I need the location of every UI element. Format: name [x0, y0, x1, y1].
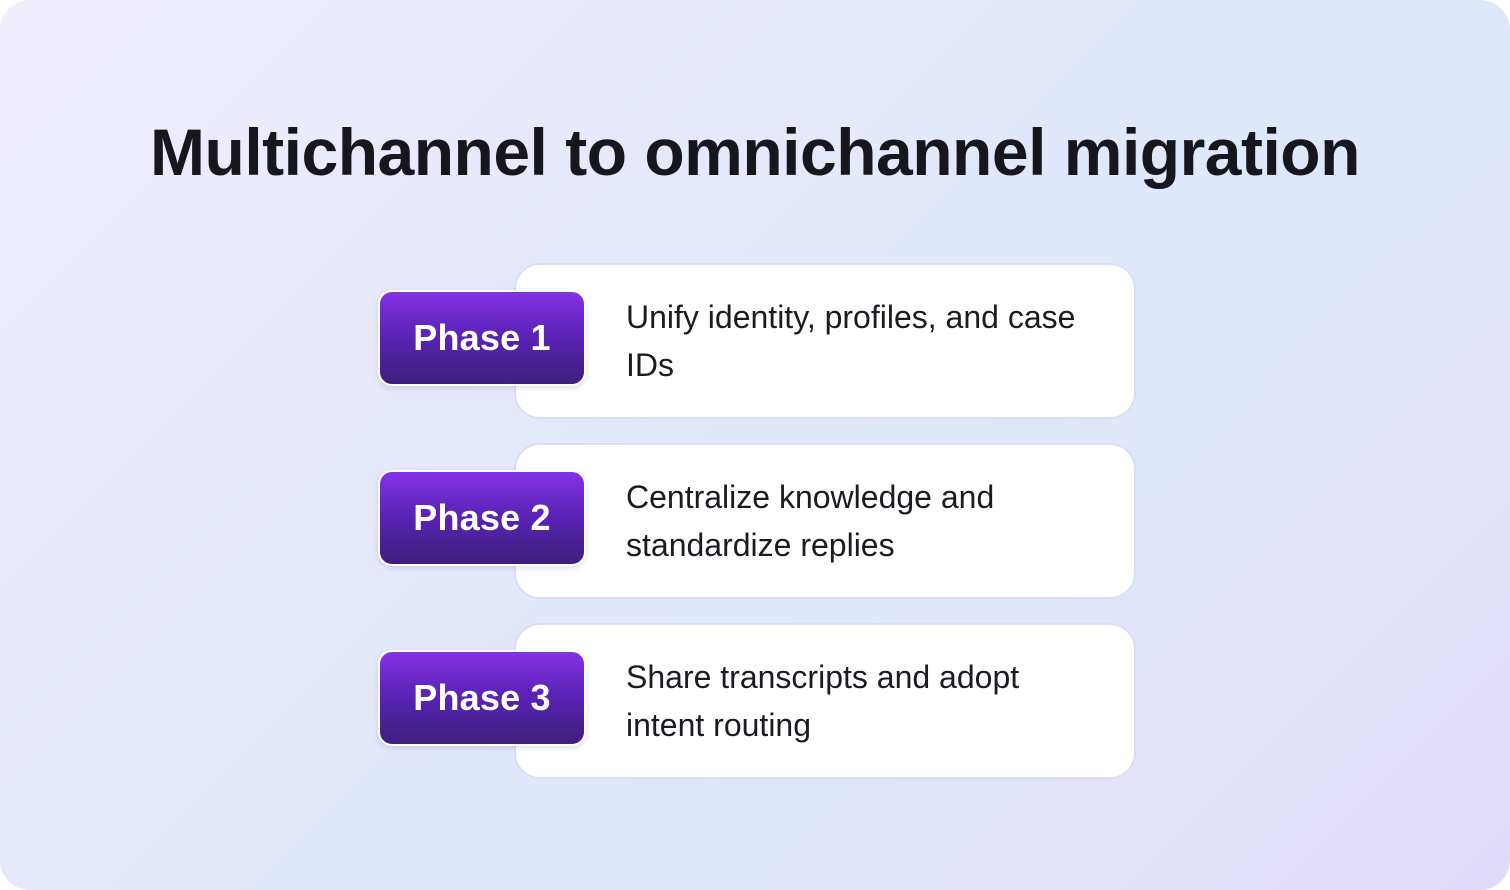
phase-row-2: Centralize knowledge and standardize rep…: [378, 443, 1136, 599]
phase-label: Phase 3: [413, 677, 551, 718]
phase-row-3: Share transcripts and adopt intent routi…: [378, 623, 1136, 779]
phase-badge: Phase 2: [378, 470, 586, 566]
phase-badge: Phase 1: [378, 290, 586, 386]
phase-description: Centralize knowledge and standardize rep…: [626, 479, 995, 563]
page-title: Multichannel to omnichannel migration: [150, 115, 1360, 189]
phase-badge: Phase 3: [378, 650, 586, 746]
phase-card: Centralize knowledge and standardize rep…: [514, 443, 1136, 599]
phase-label: Phase 1: [413, 317, 551, 358]
phase-description: Share transcripts and adopt intent routi…: [626, 659, 1020, 743]
phase-label: Phase 2: [413, 497, 551, 538]
phase-card: Unify identity, profiles, and case IDs: [514, 263, 1136, 419]
phase-row-1: Unify identity, profiles, and case IDs P…: [378, 263, 1136, 419]
phase-card: Share transcripts and adopt intent routi…: [514, 623, 1136, 779]
phase-description: Unify identity, profiles, and case IDs: [626, 299, 1076, 383]
